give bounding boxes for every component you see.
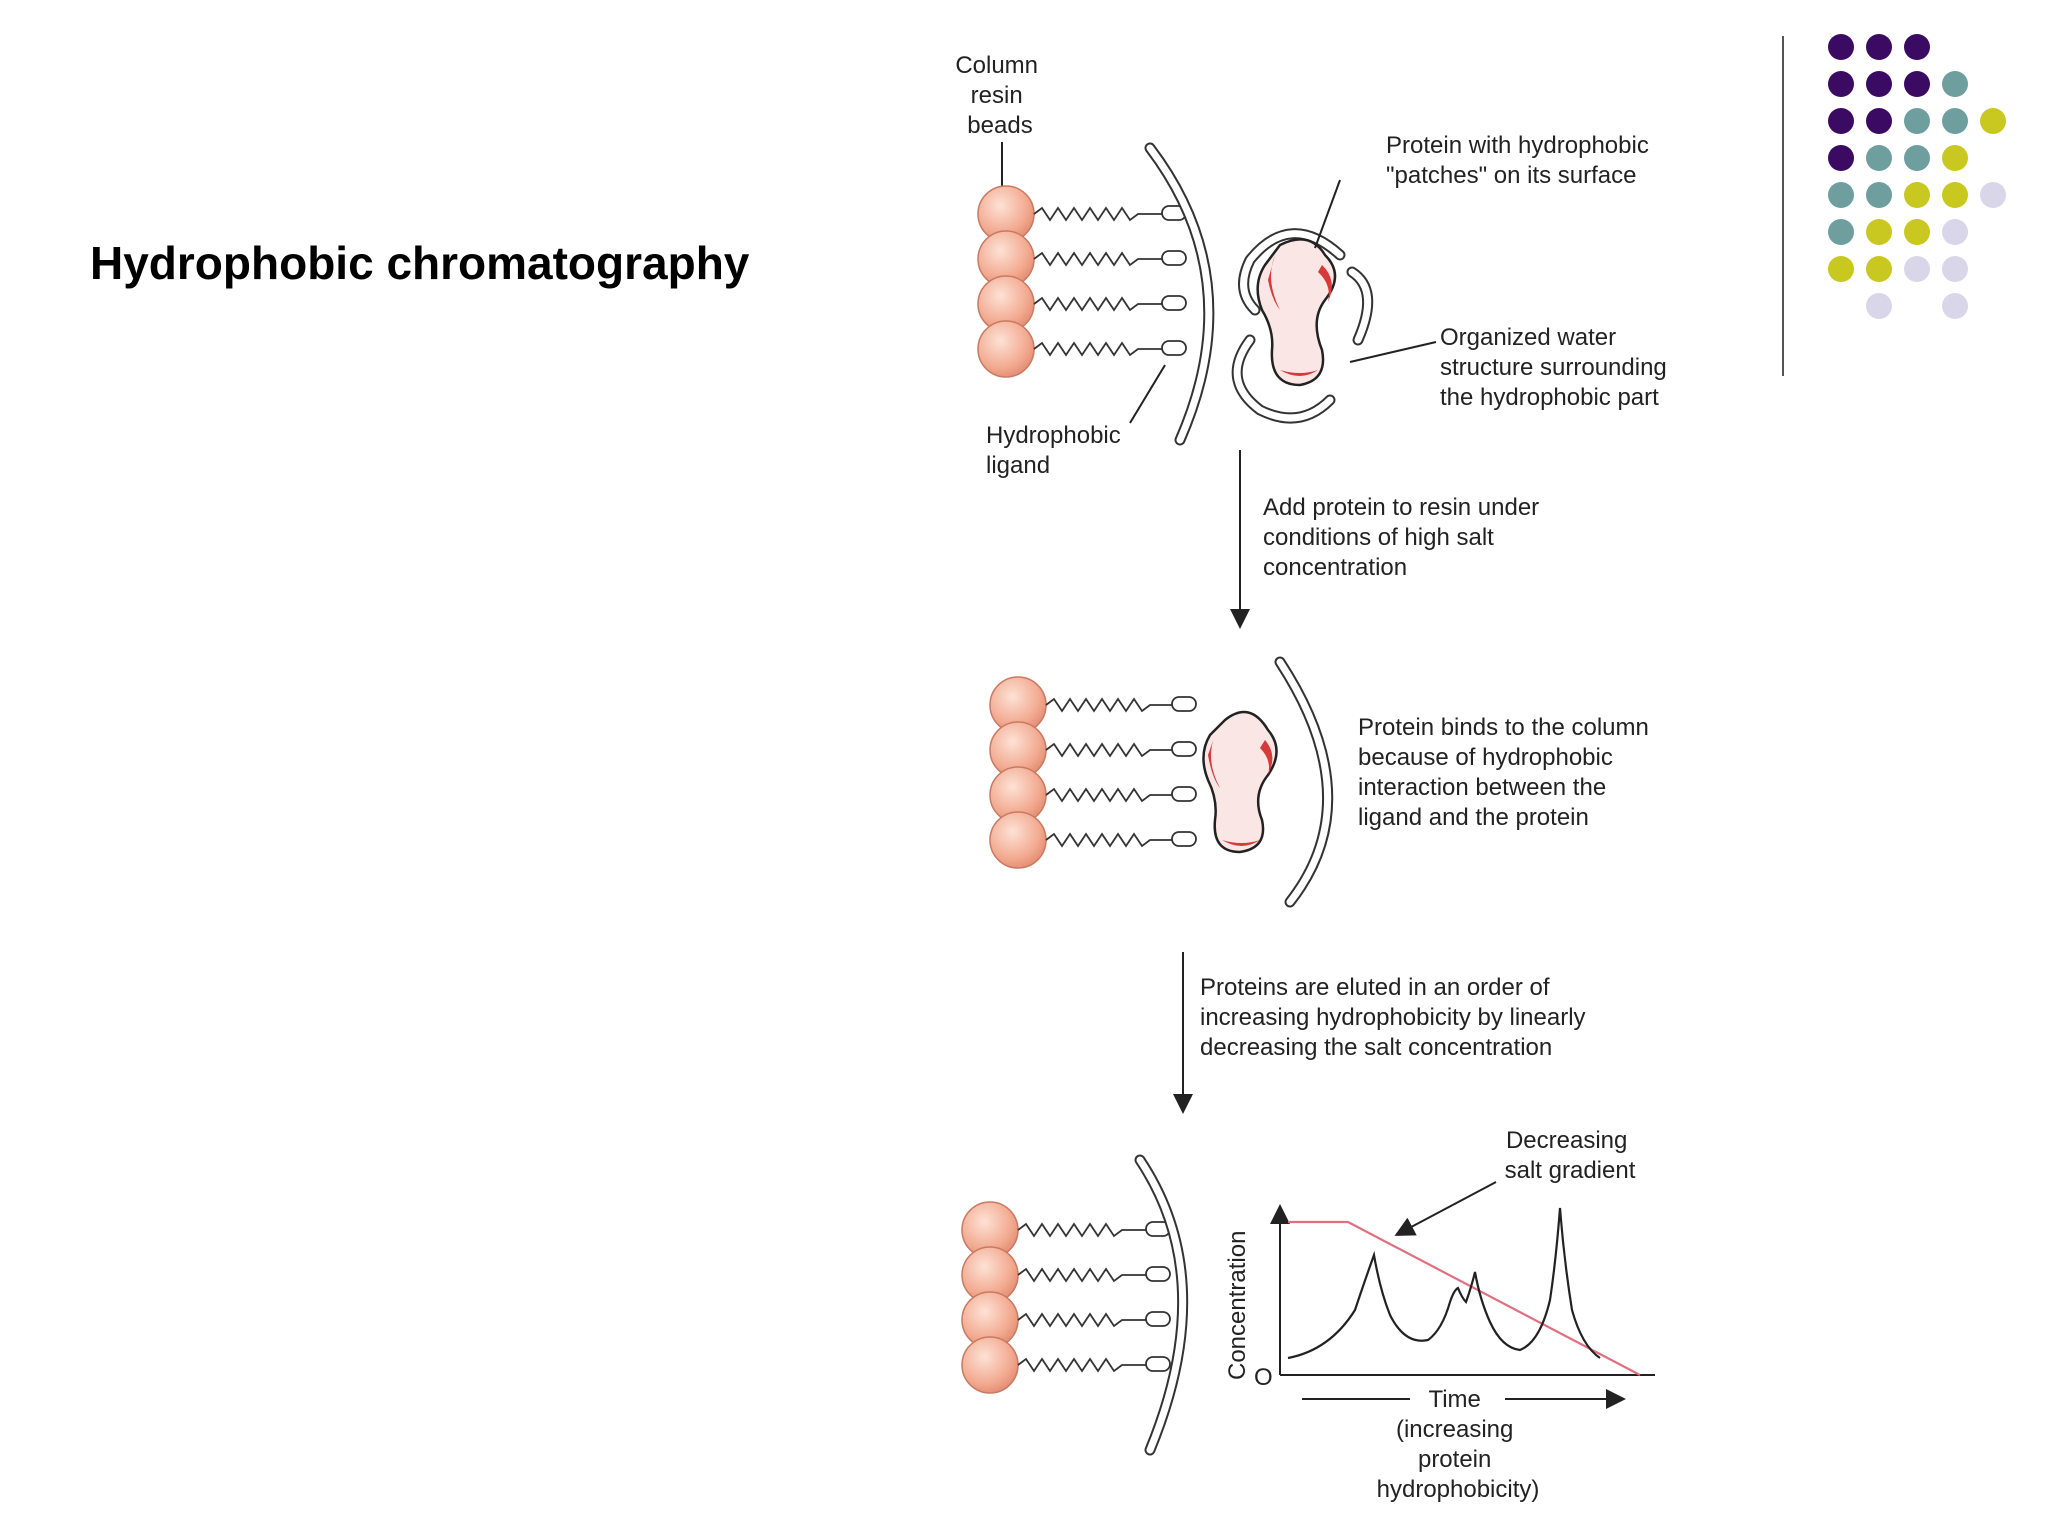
decor-dot bbox=[1866, 219, 1892, 245]
bottom-panel: Concentration O Decreasing salt gradient… bbox=[961, 1127, 1655, 1503]
decor-dot bbox=[1828, 256, 1854, 282]
decor-dot bbox=[1904, 256, 1930, 282]
decor-dot bbox=[1942, 256, 1968, 282]
decor-dot bbox=[1904, 34, 1930, 60]
decor-dot bbox=[1866, 34, 1892, 60]
hydrophobic-chromatography-diagram: Column resin beads bbox=[955, 52, 1673, 1503]
resin-beads bbox=[961, 1201, 1019, 1394]
hydrophobic-ligands bbox=[1017, 1221, 1171, 1373]
decor-dot bbox=[1866, 71, 1892, 97]
decor-dot bbox=[1828, 182, 1854, 208]
decor-dot bbox=[1866, 145, 1892, 171]
decor-dot bbox=[1942, 71, 1968, 97]
free-protein bbox=[1231, 228, 1374, 424]
decor-dot bbox=[1828, 219, 1854, 245]
decor-dot bbox=[1904, 145, 1930, 171]
slide-title: Hydrophobic chromatography bbox=[90, 237, 750, 289]
decor-dot bbox=[1828, 145, 1854, 171]
decor-dot bbox=[1904, 219, 1930, 245]
decor-dot bbox=[1904, 182, 1930, 208]
step1-text: Add protein to resin under conditions of… bbox=[1263, 494, 1546, 581]
decor-dot bbox=[1942, 293, 1968, 319]
decor-dot bbox=[1828, 108, 1854, 134]
decor-dot bbox=[1904, 71, 1930, 97]
decor-dot bbox=[1980, 108, 2006, 134]
column-resin-beads-label: Column resin beads bbox=[955, 52, 1044, 139]
organized-water-label: Organized water structure surrounding th… bbox=[1440, 324, 1673, 411]
resin-beads bbox=[989, 676, 1047, 869]
hydrophobic-ligand-label: Hydrophobic ligand bbox=[986, 422, 1127, 479]
resin-beads bbox=[977, 185, 1035, 378]
decor-dot bbox=[1942, 182, 1968, 208]
y-zero-label: O bbox=[1254, 1364, 1273, 1391]
decor-dot bbox=[1828, 34, 1854, 60]
decor-dot bbox=[1942, 145, 1968, 171]
protein-binds-label: Protein binds to the column because of h… bbox=[1358, 714, 1656, 831]
decor-dot bbox=[1866, 293, 1892, 319]
hydrophobic-ligands bbox=[1045, 696, 1197, 848]
protein-elution-peaks bbox=[1287, 1207, 1601, 1360]
elution-chromatogram: Concentration O Decreasing salt gradient… bbox=[1224, 1127, 1655, 1503]
decorative-dot-grid bbox=[1820, 34, 2040, 334]
decor-dot bbox=[1866, 182, 1892, 208]
decor-dot bbox=[1904, 108, 1930, 134]
protein-patches-label: Protein with hydrophobic "patches" on it… bbox=[1386, 132, 1656, 189]
top-panel: Column resin beads bbox=[955, 52, 1673, 479]
salt-gradient-label: Decreasing salt gradient bbox=[1505, 1127, 1636, 1184]
decor-dot bbox=[1942, 108, 1968, 134]
y-axis-label: Concentration bbox=[1224, 1231, 1251, 1380]
step2-text: Proteins are eluted in an order of incre… bbox=[1200, 974, 1592, 1061]
decor-dot bbox=[1980, 182, 2006, 208]
decor-dot bbox=[1942, 219, 1968, 245]
bound-protein bbox=[1202, 710, 1278, 854]
decor-dot bbox=[1828, 71, 1854, 97]
decor-dot bbox=[1866, 256, 1892, 282]
hydrophobic-ligands bbox=[1033, 205, 1187, 357]
time-axis-label: Time (increasing protein hydrophobicity) bbox=[1377, 1386, 1540, 1503]
middle-panel: Protein binds to the column because of h… bbox=[989, 656, 1656, 908]
decor-dot bbox=[1866, 108, 1892, 134]
decorative-divider bbox=[1782, 36, 1784, 376]
